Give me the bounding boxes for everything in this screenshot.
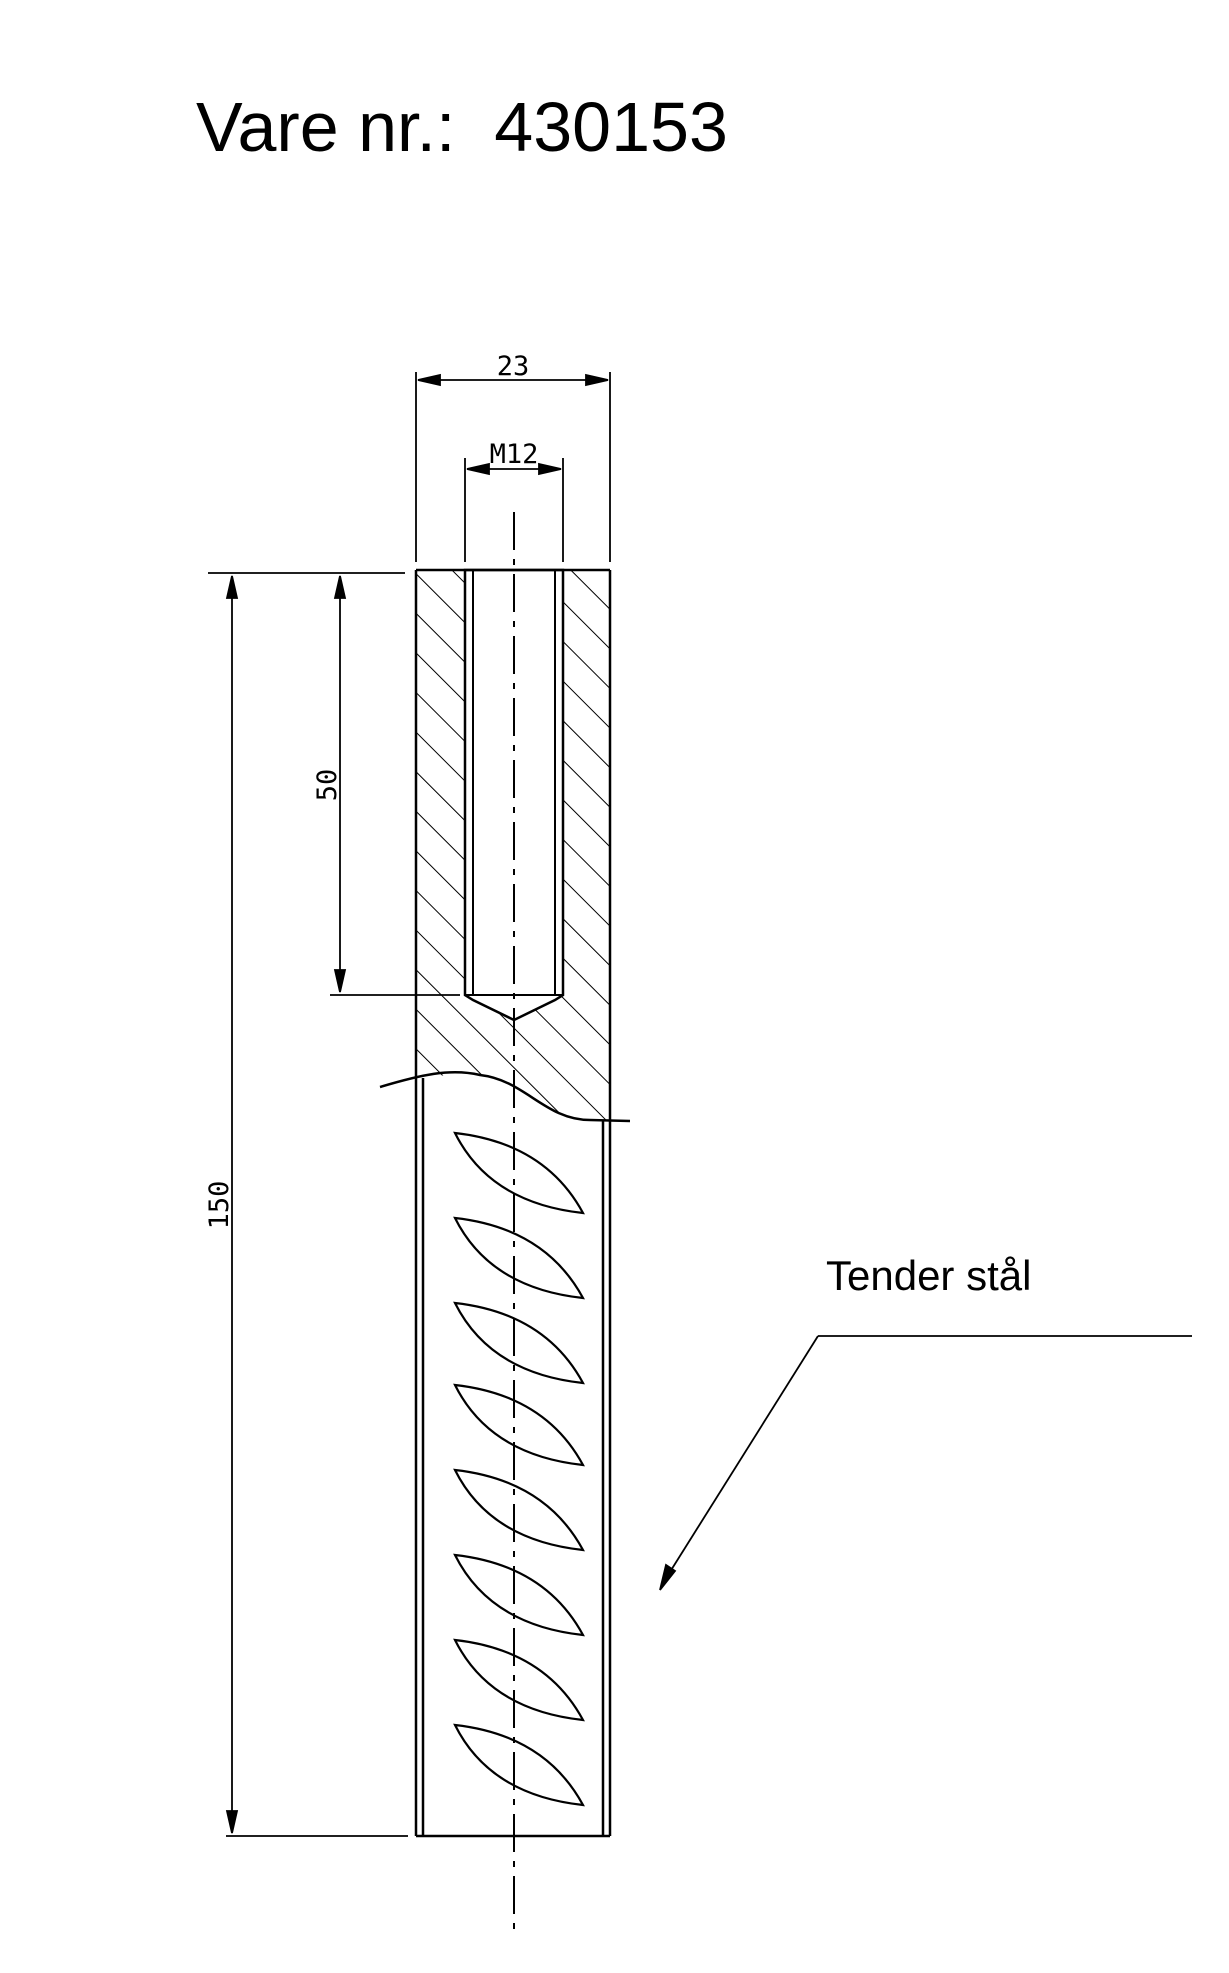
dimension-total-length — [225, 575, 408, 1837]
dimension-thread-depth — [208, 572, 460, 996]
item-number: 430153 — [494, 88, 728, 166]
rebar-rib — [453, 1723, 585, 1807]
material-label: Tender stål — [826, 1252, 1031, 1299]
dimension-thread — [464, 458, 564, 562]
drawing-title: Vare nr.: 430153 — [196, 92, 728, 162]
dimension-thread-depth-label: 50 — [312, 769, 343, 802]
dimension-total-length-label: 150 — [204, 1181, 235, 1230]
dimension-thread-label: M12 — [490, 439, 539, 470]
rebar-rib — [453, 1216, 585, 1300]
rebar-rib — [453, 1553, 585, 1637]
rebar-ribs — [453, 1131, 585, 1807]
body-outline — [379, 568, 631, 1838]
material-leader — [659, 1335, 1192, 1591]
dimension-diameter-label: 23 — [497, 351, 530, 382]
dimension-diameter — [415, 372, 611, 562]
rebar-rib — [453, 1383, 585, 1467]
rebar-rib — [453, 1131, 585, 1215]
title-prefix: Vare nr.: — [196, 88, 456, 166]
rebar-rib — [453, 1301, 585, 1385]
rebar-rib — [453, 1638, 585, 1722]
rebar-rib — [453, 1468, 585, 1552]
